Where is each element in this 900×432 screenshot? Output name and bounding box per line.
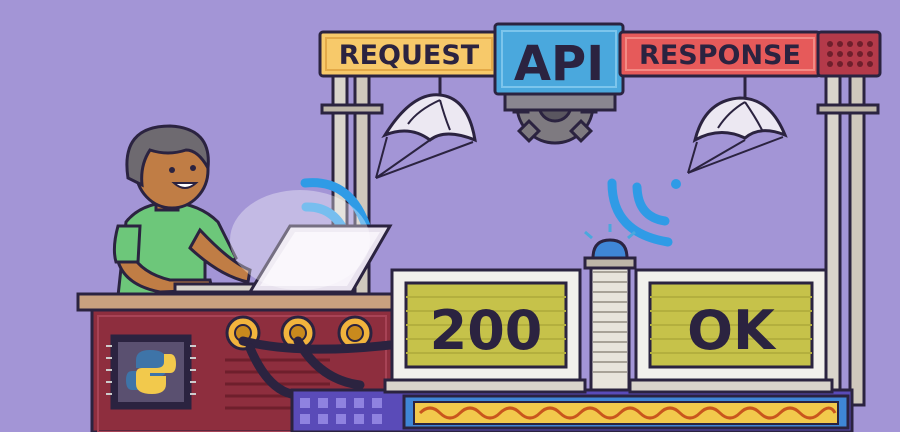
laptop	[173, 190, 393, 294]
api-label: API	[514, 36, 604, 92]
speaker-grille	[816, 30, 882, 78]
siren-light-icon	[584, 224, 636, 260]
status-text-label: OK	[687, 299, 777, 362]
api-sign: API	[493, 22, 625, 96]
parachute-icon	[687, 76, 788, 174]
status-text-screen: OK	[628, 268, 834, 394]
desk-top	[76, 292, 400, 312]
response-sign: RESPONSE	[618, 30, 822, 78]
response-label: RESPONSE	[639, 40, 801, 71]
request-sign: REQUEST	[318, 30, 500, 78]
wifi-signal-icon	[607, 178, 681, 247]
signal-tower	[583, 224, 637, 392]
status-code-text: 200	[430, 299, 543, 362]
python-logo-icon	[106, 334, 196, 410]
status-code-screen: 200	[383, 268, 587, 394]
base-platform	[290, 388, 854, 432]
request-label: REQUEST	[339, 40, 480, 71]
person-figure	[112, 124, 252, 298]
parachute-icon	[375, 76, 477, 179]
